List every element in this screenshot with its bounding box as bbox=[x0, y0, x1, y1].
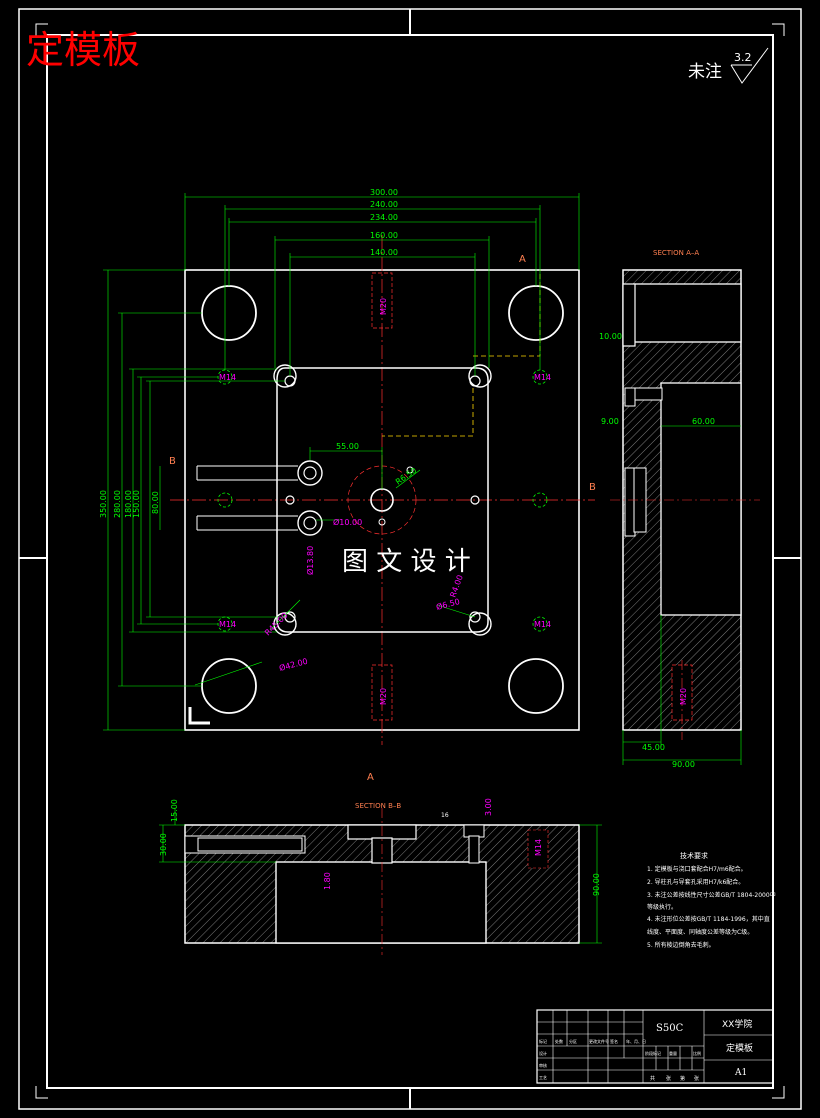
dim-m14-a: M14 bbox=[219, 373, 236, 382]
dim-h4: 150.00 bbox=[132, 490, 141, 518]
tb-stage-label-3: 比例 bbox=[693, 1050, 701, 1056]
bb-dim-30: 30.00 bbox=[159, 833, 168, 856]
aa-dim-60: 60.00 bbox=[692, 417, 715, 426]
bb-dim-3: 3.00 bbox=[484, 798, 493, 816]
dim-h3: 180.00 bbox=[124, 490, 133, 518]
aa-dim-45: 45.00 bbox=[642, 743, 665, 752]
dim-w1: 300.00 bbox=[370, 188, 398, 197]
dim-d138: Ø13.80 bbox=[305, 546, 315, 575]
dim-h1: 350.00 bbox=[99, 490, 108, 518]
dim-a42: Ø42.00 bbox=[278, 656, 309, 673]
tb-col-label-1: 处数 bbox=[555, 1038, 563, 1044]
tech-req-line-7: 5. 所有棱边倒角去毛刺。 bbox=[647, 941, 715, 949]
title-block: S50C XX学院 定模板 A1 标记 设计 审核 工艺 处数 分区 更改文件号… bbox=[536, 1009, 774, 1084]
bb-dim-90: 90.00 bbox=[592, 873, 601, 896]
sheet-border bbox=[18, 8, 802, 1110]
tech-req-title: 技术要求 bbox=[680, 851, 708, 860]
tb-col-label-2: 分区 bbox=[569, 1038, 577, 1044]
tech-req-line-6: 线度、平面度、同轴度公差等级为C级。 bbox=[647, 928, 753, 936]
tb-row-label-1: 标记 bbox=[539, 1038, 547, 1044]
roughness-value: 3.2 bbox=[734, 51, 752, 64]
tb-col-label-5: 年、月、日 bbox=[626, 1038, 646, 1044]
plan-dimension-lines bbox=[103, 193, 580, 731]
tb-stage-label-2: 重量 bbox=[669, 1050, 677, 1056]
tech-req-line-2: 2. 导柱孔与导套孔采用H7/k6配合。 bbox=[647, 878, 744, 886]
sheet-title: 定模板 bbox=[26, 28, 140, 72]
bb-dim-18: 1.80 bbox=[323, 872, 332, 890]
tb-col-label-4: 签名 bbox=[610, 1038, 618, 1044]
tb-school: XX学院 bbox=[722, 1018, 752, 1030]
tb-material: S50C bbox=[656, 1023, 684, 1034]
tech-req-line-3: 3. 未注公差按线性尺寸公差GB/T 1804-2000中 bbox=[647, 891, 776, 899]
tech-req-line-4: 等级执行。 bbox=[647, 903, 677, 911]
bb-dim-m14: M14 bbox=[534, 839, 543, 856]
dim-m20-top: M20 bbox=[379, 298, 388, 315]
plan-dimension-texts: 300.00 240.00 234.00 160.00 140.00 350.0… bbox=[99, 188, 596, 783]
tb-row-label-2: 设计 bbox=[539, 1050, 547, 1056]
section-mark-a-top: A bbox=[519, 254, 526, 265]
section-bb-view: SECTION B–B 15.00 30.00 90.00 1.80 3.00 … bbox=[159, 798, 602, 955]
aa-dim-90: 90.00 bbox=[672, 760, 695, 769]
section-bb-title: SECTION B–B bbox=[355, 802, 401, 810]
aa-dim-m20: M20 bbox=[679, 688, 688, 705]
watermark: 图 文 设 计 bbox=[342, 547, 471, 577]
section-aa-view: SECTION A–A 10.00 9.00 60.00 45.00 90.00… bbox=[599, 249, 760, 769]
roughness-symbol: 未注 3.2 bbox=[688, 47, 769, 84]
tb-sheet-size: A1 bbox=[734, 1068, 747, 1078]
aa-dim-9: 9.00 bbox=[601, 417, 619, 426]
tech-req-line-5: 4. 未注形位公差按GB/T 1184-1996，其中直 bbox=[647, 915, 770, 923]
dim-w4: 160.00 bbox=[370, 231, 398, 240]
dim-d10: Ø10.00 bbox=[333, 517, 362, 527]
tb-bottom-label-4: 张 bbox=[694, 1075, 699, 1082]
roughness-note: 未注 bbox=[688, 62, 722, 82]
aa-dim-10: 10.00 bbox=[599, 332, 622, 341]
section-aa-title: SECTION A–A bbox=[653, 249, 699, 257]
section-mark-b-left: B bbox=[169, 456, 176, 467]
dim-w2: 240.00 bbox=[370, 200, 398, 209]
dim-w3: 234.00 bbox=[370, 213, 398, 222]
plan-view bbox=[170, 235, 595, 745]
bb-dim-15: 15.00 bbox=[170, 799, 179, 822]
tb-bottom-label-1: 共 bbox=[650, 1075, 655, 1082]
dim-h5: 80.00 bbox=[151, 491, 160, 514]
technical-requirements: 技术要求 1. 定模板与浇口套配合H7/m6配合。 2. 导柱孔与导套孔采用H7… bbox=[647, 851, 776, 949]
tb-stage-label-1: 阶段标记 bbox=[645, 1050, 661, 1056]
dim-w5: 140.00 bbox=[370, 248, 398, 257]
tb-col-label-3: 更改文件号 bbox=[589, 1038, 609, 1044]
dim-r40: R4.00 bbox=[448, 574, 464, 599]
tb-bottom-label-2: 张 bbox=[666, 1075, 671, 1082]
dim-55: 55.00 bbox=[336, 442, 359, 451]
tb-bottom-label-3: 第 bbox=[680, 1075, 685, 1082]
tb-row-label-4: 工艺 bbox=[539, 1075, 547, 1080]
tech-req-line-1: 1. 定模板与浇口套配合H7/m6配合。 bbox=[647, 865, 747, 873]
dim-m20-bottom: M20 bbox=[379, 688, 388, 705]
section-mark-b-right: B bbox=[589, 482, 596, 493]
dim-m14-b: M14 bbox=[534, 373, 551, 382]
dim-h2: 280.00 bbox=[113, 490, 122, 518]
dim-m14-c: M14 bbox=[219, 620, 236, 629]
dim-r65: R6.50 bbox=[394, 466, 418, 487]
section-mark-a-bottom: A bbox=[367, 772, 374, 783]
tb-row-label-3: 审核 bbox=[539, 1062, 547, 1068]
dim-m14-d: M14 bbox=[534, 620, 551, 629]
bb-roughness: 16 bbox=[441, 812, 449, 819]
tb-part-name: 定模板 bbox=[726, 1042, 753, 1054]
